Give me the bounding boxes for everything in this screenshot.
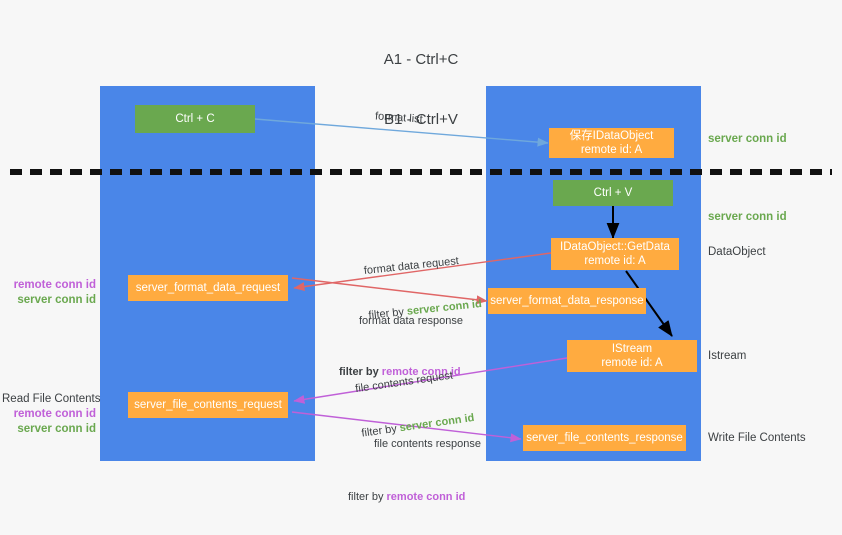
label-format-remote-conn-id: remote conn id <box>13 279 96 291</box>
label-dataobject: DataObject <box>708 246 766 258</box>
box-save-idataobject-line2: remote id: A <box>580 144 643 156</box>
box-server-format-data-request-label: server_format_data_request <box>135 282 281 294</box>
caption-format-data-response-line2: filter by remote conn id <box>339 365 463 380</box>
label-paste-server-conn-id: server conn id <box>708 211 787 223</box>
caption-file-contents-response-line2: filter by remote conn id <box>348 490 481 505</box>
label-write-file-contents: Write File Contents <box>708 432 806 444</box>
box-istream-line1: IStream <box>611 343 653 355</box>
box-ctrl-c-label: Ctrl + C <box>175 113 215 125</box>
label-read-file-contents: Read File Contents <box>2 393 101 405</box>
caption-format-data-response: format data response filter by remote co… <box>339 284 463 410</box>
box-ctrl-v[interactable]: Ctrl + V <box>553 180 673 206</box>
caption-file-contents-response: file contents response filter by remote … <box>348 407 482 535</box>
box-server-file-contents-response[interactable]: server_file_contents_response <box>523 425 686 451</box>
phase-divider <box>10 169 832 175</box>
box-save-idataobject-line1: 保存IDataObject <box>569 130 654 142</box>
box-server-file-contents-request-label: server_file_contents_request <box>134 399 282 411</box>
box-server-format-data-request[interactable]: server_format_data_request <box>128 275 288 301</box>
box-server-file-contents-request[interactable]: server_file_contents_request <box>128 392 288 418</box>
caption-format-data-response-prefix: filter by <box>339 366 382 378</box>
caption-format-data-request-line1: format data request <box>363 255 460 278</box>
box-getdata[interactable]: IDataObject::GetData remote id: A <box>551 238 679 270</box>
box-server-format-data-response[interactable]: server_format_data_response <box>488 288 646 314</box>
label-file-remote-conn-id: remote conn id <box>13 408 96 420</box>
box-getdata-line1: IDataObject::GetData <box>560 241 670 253</box>
box-istream-line2: remote id: A <box>601 357 663 369</box>
caption-format-data-response-line1: format data response <box>359 315 463 327</box>
caption-file-contents-request-line1: file contents request <box>354 369 454 396</box>
box-server-format-data-response-label: server_format_data_response <box>490 295 644 307</box>
caption-file-contents-response-prefix: filter by <box>348 491 387 503</box>
label-istream: Istream <box>708 350 747 362</box>
box-ctrl-v-label: Ctrl + V <box>593 187 633 199</box>
label-file-server-conn-id: server conn id <box>17 423 96 435</box>
box-ctrl-c[interactable]: Ctrl + C <box>135 105 255 133</box>
box-server-file-contents-response-label: server_file_contents_response <box>526 432 683 444</box>
caption-file-contents-response-highlight: remote conn id <box>386 491 466 503</box>
caption-format-data-response-highlight: remote conn id <box>381 366 461 378</box>
caption-file-contents-response-line1: file contents response <box>374 438 482 450</box>
caption-format-list: format list <box>374 110 424 126</box>
diagram-canvas: A1 - Ctrl+C B1 - Ctrl+V A1 remote B1 con… <box>2 51 832 503</box>
label-format-conn-ids: remote conn id server conn id <box>8 278 96 308</box>
box-getdata-line2: remote id: A <box>584 255 646 267</box>
label-top-server-conn-id: server conn id <box>708 133 787 145</box>
box-istream[interactable]: IStream remote id: A <box>567 340 697 372</box>
title-line-1: A1 - Ctrl+C <box>383 51 459 68</box>
label-format-server-conn-id: server conn id <box>17 294 96 306</box>
box-save-idataobject[interactable]: 保存IDataObject remote id: A <box>549 128 674 158</box>
label-read-file-contents-group: Read File Contents remote conn id server… <box>2 392 101 437</box>
